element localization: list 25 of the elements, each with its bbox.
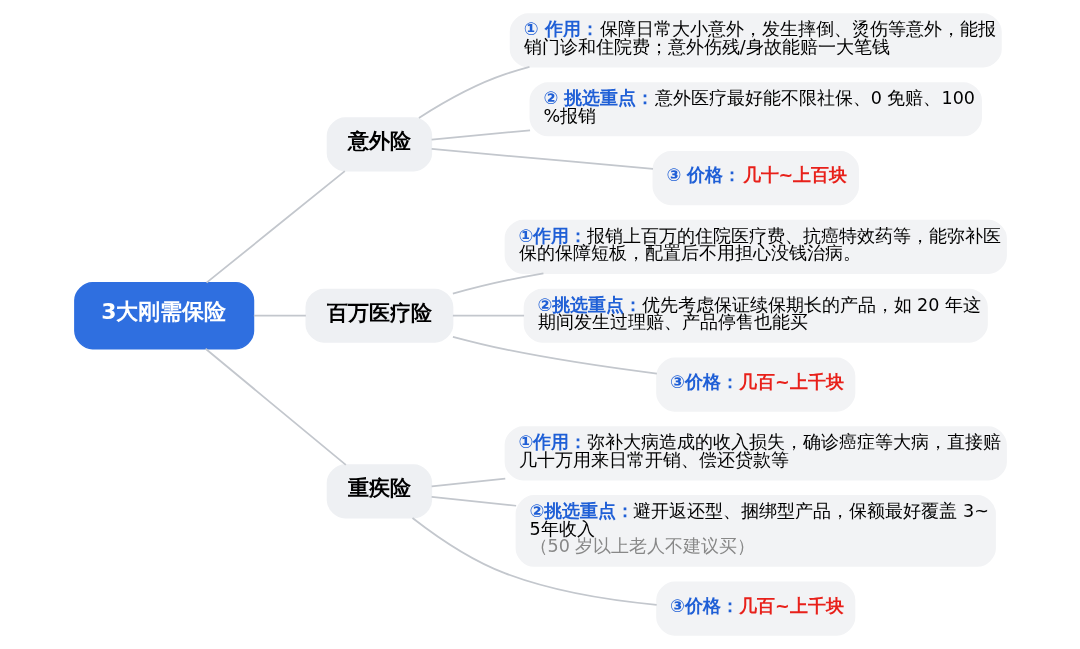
connector [430,129,531,141]
connector [451,314,525,317]
node-box: ②挑选重点：避开返还型、捆绑型产品，保额最好覆盖 3~5年收入 （50 岁以上老人不建议买） [515,495,996,567]
connector [205,170,346,284]
connector [252,314,307,317]
node-box: ③价格：几百~上千块 [655,581,855,636]
node-box: ①作用：弥补大病造成的收入损失，确诊癌症等大病，直接赔几十万用来日常开销、偿还贷款等 [504,426,1007,481]
connector [417,65,530,119]
connector [411,517,658,606]
node-box: ③ 价格：几十~上百块 [652,151,859,206]
node-box: ①作用：报销上百万的住院医疗费、抗癌特效药等，能弥补医保的保障短板，配置后不用担心没钱治病。 [504,219,1007,274]
node-box: 意外险 [326,117,432,172]
connector [451,272,544,295]
node-box: 3大刚需保险 [73,282,254,350]
node-box: 重疾险 [326,464,432,519]
connector [451,335,658,375]
connector [430,148,654,170]
node-box: 百万医疗险 [304,288,453,343]
connector [204,347,347,466]
connector [430,495,517,507]
node-box: ② 挑选重点：意外医疗最好能不限社保、0 免赔、100%报销 [529,82,982,137]
node-box: ②挑选重点：优先考虑保证续保期长的产品，如 20 年这期间发生过理赔、产品停售也能买 [523,288,988,343]
node-box: ① 作用：保障日常大小意外，发生摔倒、烫伤等意外，能报销门诊和住院费；意外伤残/身故能赔一大笔钱 [509,13,1002,68]
node-box: ③价格：几百~上千块 [655,357,855,412]
connector [430,477,506,488]
